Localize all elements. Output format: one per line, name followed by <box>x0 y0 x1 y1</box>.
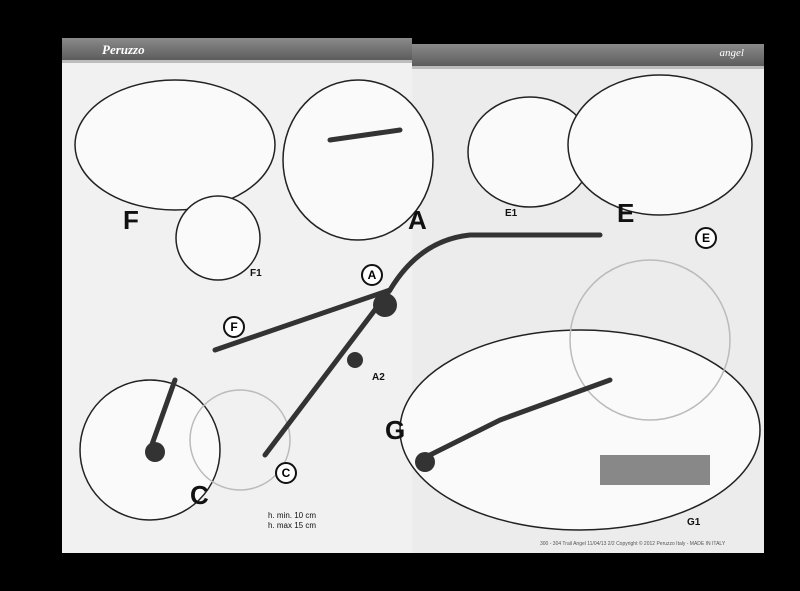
detail-circle-f1 <box>175 195 261 281</box>
trail-angel-logo: angel <box>719 47 744 59</box>
height-min: h. min. 10 cm <box>268 511 317 520</box>
label-e-circled: E <box>695 227 717 249</box>
tow-bar <box>212 232 603 353</box>
detail-circle-f <box>74 79 276 211</box>
label-f-circled: F <box>223 316 245 338</box>
header-band: angel <box>412 44 764 69</box>
peruzzo-logo: Peruzzo <box>102 42 145 57</box>
label-e1: E1 <box>505 208 518 219</box>
detail-circle-a <box>282 79 434 241</box>
label-g1: G1 <box>687 517 701 528</box>
detail-circle-g <box>399 329 761 531</box>
footer-text: 300 - 304 Trail Angel 11/04/13 2/2 Copyr… <box>540 541 726 547</box>
header-band: Peruzzo <box>62 38 412 63</box>
label-f: F <box>123 205 139 235</box>
height-max: h. max 15 cm <box>268 521 317 530</box>
label-a-circled: A <box>361 264 383 286</box>
label-e: E <box>617 198 635 228</box>
label-f1: F1 <box>250 268 262 279</box>
label-g: G <box>385 415 406 445</box>
height-note: h. min. 10 cm h. max 15 cm <box>268 511 316 531</box>
label-a: A <box>408 205 427 235</box>
label-a2: A2 <box>372 372 385 383</box>
label-c-circled: C <box>275 462 297 484</box>
detail-circle-e <box>567 74 753 216</box>
label-c: C <box>190 480 209 510</box>
